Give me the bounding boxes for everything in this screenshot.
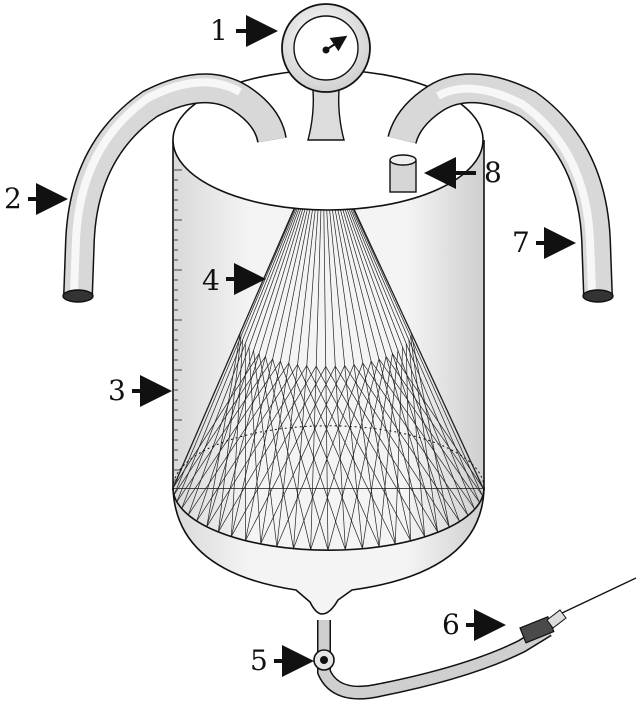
cone-hatch-line — [265, 356, 311, 550]
cone-hatch-line — [276, 364, 355, 547]
cone-hatch-line — [378, 358, 480, 502]
cone-hatch-line — [258, 353, 294, 549]
callout-label-2: 2 — [4, 182, 22, 215]
cone-hatch-line — [245, 366, 336, 541]
cone-hatch-line — [392, 353, 484, 489]
cone-hatch-line — [231, 366, 327, 537]
cone-hatch-line — [327, 358, 380, 551]
right-tube-opening — [582, 289, 614, 303]
outlet-hose-fill — [318, 620, 551, 699]
cone-hatch-line — [288, 362, 363, 549]
left-tube-opening — [62, 289, 94, 303]
cone-hatch-line — [172, 353, 260, 489]
top-port-top — [389, 154, 417, 166]
outlet-valve-center — [320, 656, 328, 664]
cone-hatch-line — [196, 364, 298, 522]
cone-hatch-line — [248, 347, 262, 544]
callout-label-1: 1 — [210, 14, 228, 47]
cone-hatch-line — [272, 358, 329, 551]
cone-hatch-line — [253, 350, 278, 547]
cone-hatch-line — [385, 356, 483, 496]
cone-hatch-line — [181, 360, 281, 509]
cone-hatch-line — [260, 365, 346, 545]
cone-hatch-line — [345, 356, 387, 550]
cone-hatch-line — [362, 353, 393, 549]
callout-label-8: 8 — [484, 156, 502, 189]
needle-hub — [546, 609, 567, 629]
cone-hatch-line — [394, 347, 403, 544]
callout-label-4: 4 — [202, 264, 220, 297]
cone-hatch-line — [280, 361, 346, 550]
cone-hatch-line — [353, 364, 460, 522]
pressure-gauge-pivot — [322, 46, 330, 54]
pressure-gauge-needle — [325, 35, 348, 52]
callouts: 1 2 3 4 5 6 7 8 — [4, 14, 576, 677]
cone-hatch-line — [310, 361, 372, 550]
left-tube-highlight — [70, 78, 243, 293]
cone-hatch-line — [370, 360, 475, 509]
cone-hatch-line — [410, 332, 450, 527]
cone-hatch-line — [344, 365, 450, 527]
callout-label-7: 7 — [512, 226, 530, 259]
cone-hatch-line — [206, 332, 241, 527]
cone-hatch-line — [218, 366, 317, 533]
cone-hatch-line — [334, 366, 438, 533]
cone-hatch-line — [173, 356, 266, 496]
cone-hatch-line — [297, 364, 380, 547]
cylinder-bottom-rim — [172, 487, 485, 551]
cone-hatch-line — [410, 336, 438, 532]
cone-hatch-line — [405, 343, 411, 541]
cone-hatch-line — [206, 365, 308, 527]
callout-label-3: 3 — [108, 374, 126, 407]
right-tube-highlight — [436, 84, 596, 293]
needle-tip — [561, 577, 637, 614]
cone-hatch-line — [378, 350, 399, 547]
callout-label-5: 5 — [250, 644, 268, 677]
cone-hatch-line — [293, 362, 364, 549]
cone-hatch-line — [408, 339, 425, 537]
cone-hatch-line — [325, 366, 425, 537]
cone-hatch-line — [315, 366, 411, 541]
callout-label-6: 6 — [442, 608, 460, 641]
cone-hatch-line — [218, 336, 242, 532]
cone-hatch-line — [362, 362, 468, 516]
cone-hatch-line — [176, 358, 273, 502]
cone-hatch-line — [306, 365, 396, 545]
left-tube-fill — [64, 74, 286, 297]
cone-hatch-line — [188, 362, 290, 516]
gauge-stem — [307, 77, 345, 141]
